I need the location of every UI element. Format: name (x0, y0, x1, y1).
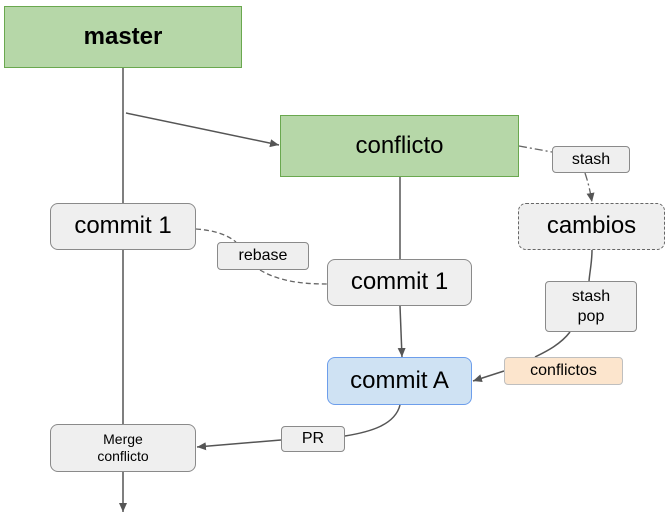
rebase-curve-top (195, 228, 237, 243)
stash-pop-line2: pop (577, 307, 605, 325)
cambios-label: cambios (546, 212, 637, 240)
pr-to-merge-edge (196, 439, 282, 451)
commit-a-label: commit A (350, 366, 449, 394)
commita-to-pr-edge (344, 404, 401, 437)
stash-to-cambios-edge (584, 172, 595, 203)
commit-1-branch-label: commit 1 (350, 268, 449, 296)
pr-label: PR (301, 430, 325, 448)
rebase-label: rebase (238, 247, 288, 265)
commit-1-branch: commit 1 (327, 259, 472, 306)
commit1-to-commita-edge (397, 305, 406, 358)
commit-1-master-label: commit 1 (74, 212, 172, 240)
merge-conflicto-node: Merge conflicto (50, 424, 196, 472)
branch-master-label: master (83, 22, 163, 50)
branch-conflicto: conflicto (280, 115, 519, 177)
branch-conflicto-label: conflicto (355, 131, 444, 159)
merge-label-line2: conflicto (97, 448, 149, 464)
stashpop-to-conflictos-edge (534, 331, 571, 358)
cambios-to-stashpop-edge (588, 249, 593, 282)
stash-pop-edge-label: stash pop (545, 281, 637, 332)
conflictos-edge-label: conflictos (504, 357, 623, 385)
stash-edge-label: stash (552, 146, 630, 173)
master-to-conflicto-edge (125, 112, 280, 148)
conflictos-to-commita-edge (472, 370, 505, 383)
stash-label: stash (571, 150, 611, 168)
merge-label-line1: Merge (103, 431, 143, 448)
rebase-edge-label: rebase (217, 242, 309, 270)
conflicto-to-stash-edge (518, 145, 553, 153)
conflictos-label: conflictos (530, 362, 597, 380)
branch-master: master (4, 6, 242, 68)
commit-a: commit A (327, 357, 472, 405)
cambios-node: cambios (518, 203, 665, 250)
stash-pop-line1: stash (571, 288, 611, 306)
rebase-curve-bottom (259, 269, 328, 285)
commit-1-master: commit 1 (50, 203, 196, 250)
pr-edge-label: PR (281, 426, 345, 452)
